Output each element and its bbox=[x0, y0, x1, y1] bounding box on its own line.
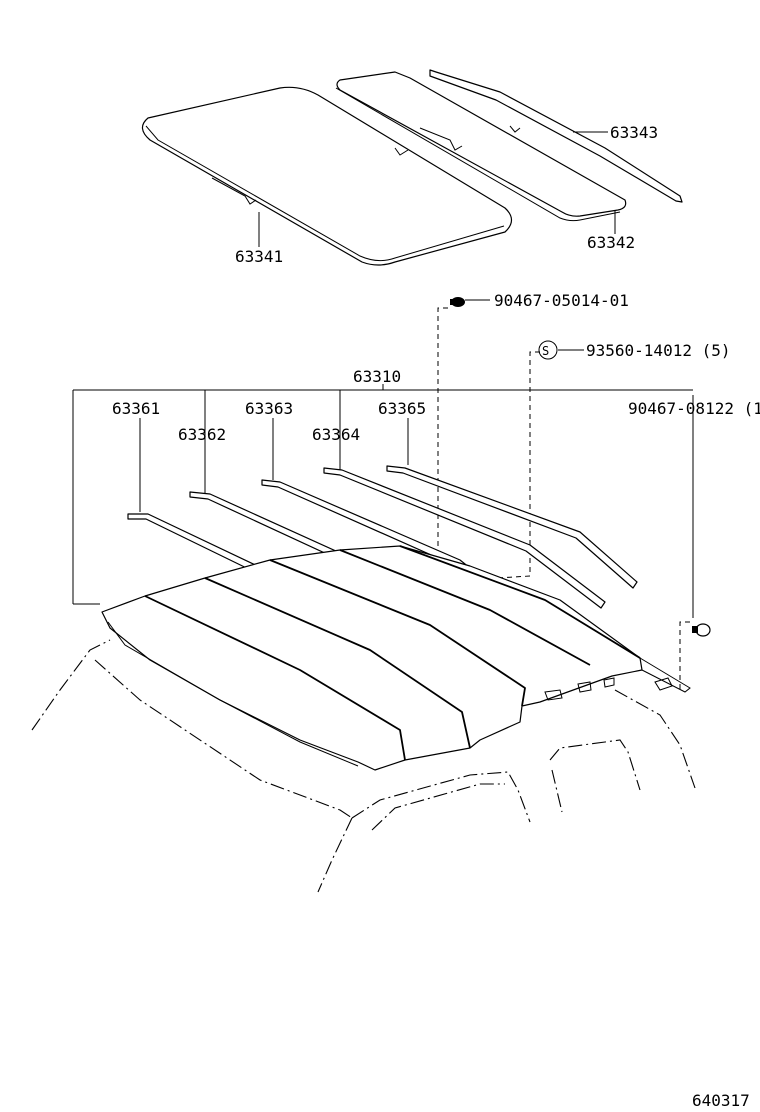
clip-90467-08122 bbox=[692, 395, 711, 637]
label-63363: 63363 bbox=[245, 399, 293, 418]
label-63364: 63364 bbox=[312, 425, 360, 444]
label-63341: 63341 bbox=[235, 247, 283, 266]
label-63361: 63361 bbox=[112, 399, 160, 418]
molding-63365 bbox=[386, 465, 638, 589]
label-screw-symbol: S bbox=[542, 344, 549, 358]
label-63310: 63310 bbox=[353, 367, 401, 386]
label-clip-lower: 90467-08122 (12 bbox=[628, 399, 760, 418]
label-screw: 93560-14012 (5) bbox=[586, 341, 731, 360]
label-63362: 63362 bbox=[178, 425, 226, 444]
dashed-leader-lower-clip bbox=[679, 621, 690, 690]
dashed-leader-screw bbox=[497, 351, 540, 579]
strip-63343 bbox=[429, 69, 683, 203]
clip-90467-05014-01 bbox=[450, 297, 490, 307]
roof-panel-63342 bbox=[335, 71, 627, 234]
molding-63364 bbox=[323, 467, 606, 609]
label-63342: 63342 bbox=[587, 233, 635, 252]
label-63343: 63343 bbox=[610, 123, 658, 142]
dashed-leader-upper-clip bbox=[437, 307, 448, 555]
headliner-63310 bbox=[101, 545, 691, 771]
vehicle-body-outline bbox=[31, 639, 696, 893]
label-63365: 63365 bbox=[378, 399, 426, 418]
roof-panel-63341 bbox=[141, 86, 513, 266]
label-clip-upper: 90467-05014-01 bbox=[494, 291, 629, 310]
screw-93560-14012 bbox=[538, 340, 584, 360]
molding-leaders bbox=[139, 390, 409, 512]
figure-number: 640317 bbox=[692, 1091, 750, 1110]
bracket-63310 bbox=[72, 384, 693, 605]
